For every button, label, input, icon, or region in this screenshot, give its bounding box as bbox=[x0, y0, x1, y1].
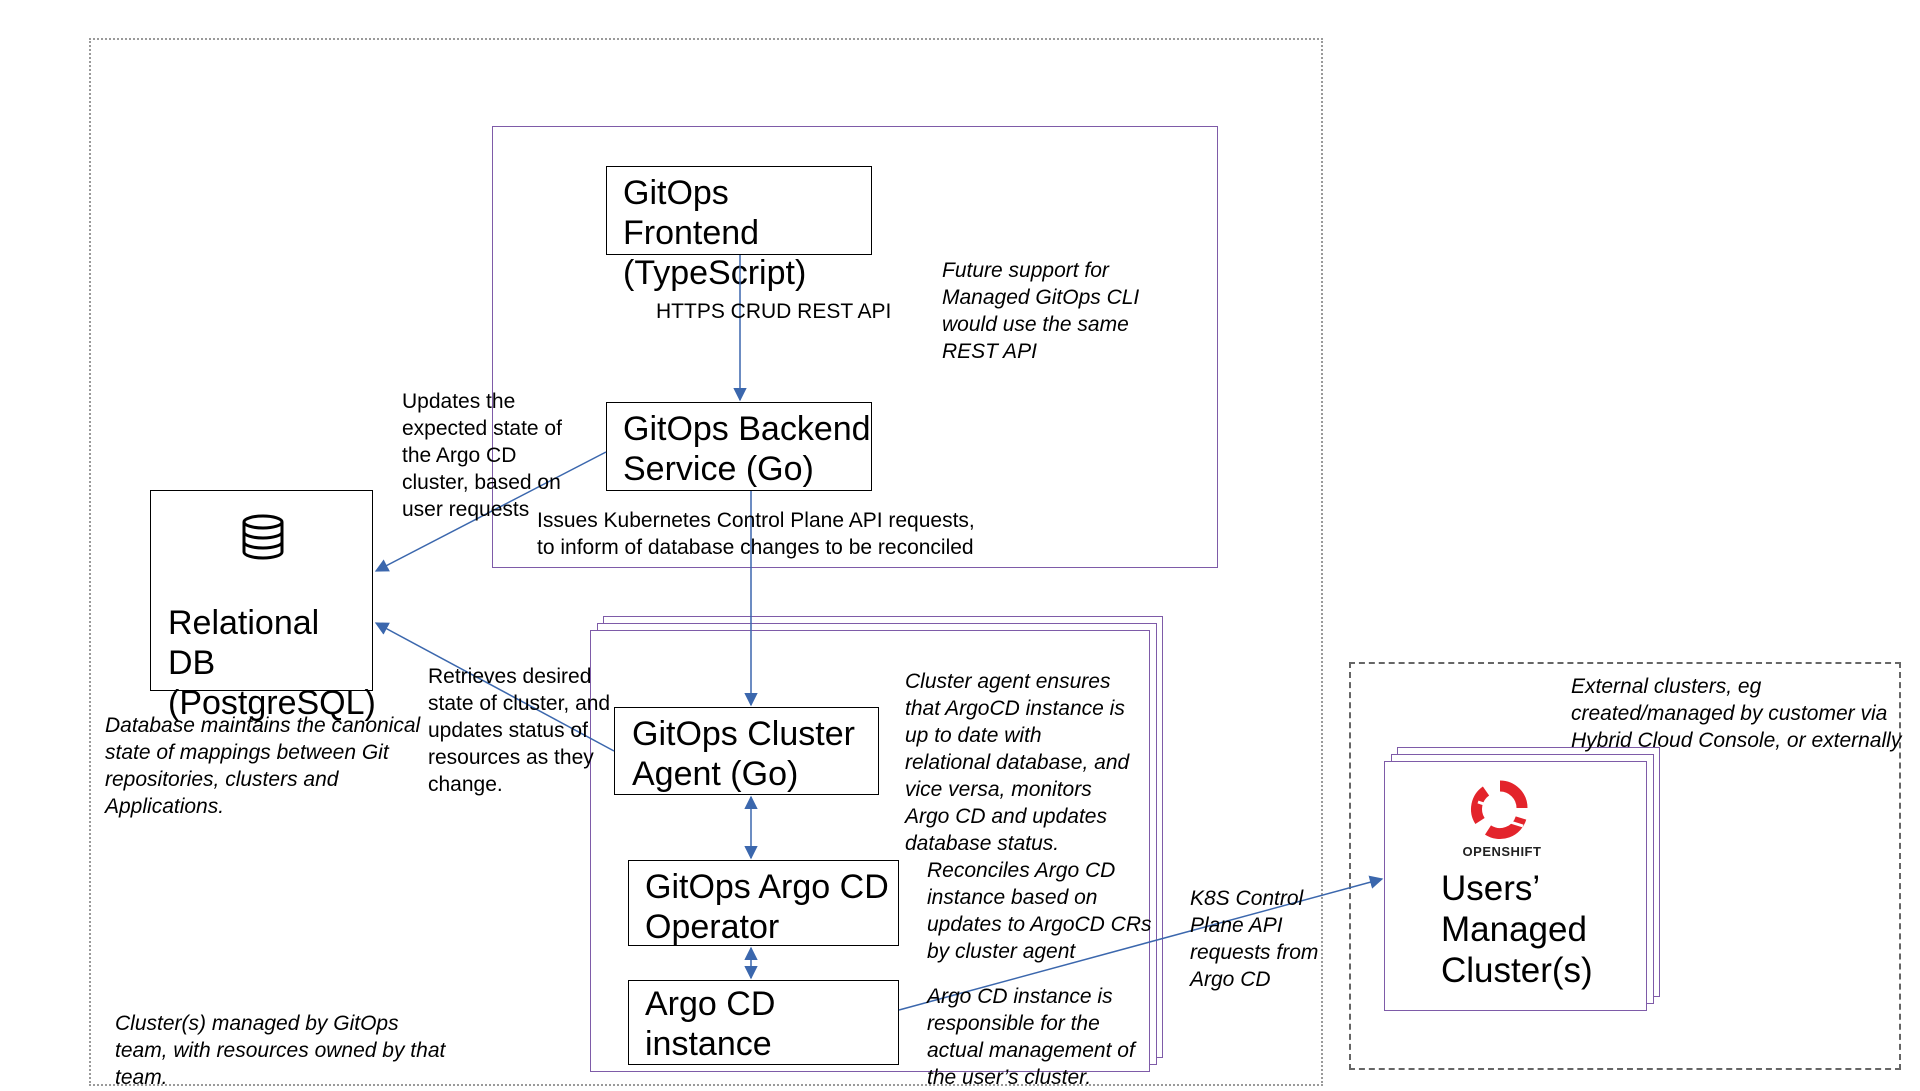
note-operator: Reconciles Argo CD instance based on upd… bbox=[927, 859, 1152, 963]
openshift-wordmark: OPENSHIFT bbox=[1462, 844, 1542, 859]
cluster-agent-node: GitOps Cluster Agent (Go) bbox=[614, 707, 879, 795]
backend-node: GitOps Backend Service (Go) bbox=[606, 402, 872, 491]
database-node: Relational DB (PostgreSQL) bbox=[150, 490, 376, 722]
note-external-clusters: External clusters, eg created/managed by… bbox=[1571, 675, 1902, 752]
argocd-instance-title: Argo CD instance bbox=[645, 985, 776, 1063]
managed-clusters-title: Users’ Managed Cluster(s) bbox=[1441, 869, 1593, 990]
edge-label-agent-db: Retrieves desired state of cluster, and … bbox=[428, 665, 611, 796]
edge-label-frontend-backend: HTTPS CRUD REST API bbox=[656, 300, 892, 323]
edge-label-backend-agent: Issues Kubernetes Control Plane API requ… bbox=[537, 509, 975, 559]
cluster-agent-title: GitOps Cluster Agent (Go) bbox=[632, 715, 855, 793]
user-clusters-region bbox=[1349, 662, 1901, 1070]
argocd-operator-title: GitOps Argo CD Operator bbox=[645, 868, 889, 946]
edge-argocd-cluster bbox=[898, 875, 1384, 1011]
note-database: Database maintains the canonical state o… bbox=[105, 714, 421, 818]
note-gitops-clusters: Cluster(s) managed by GitOps team, with … bbox=[115, 1012, 446, 1089]
argocd-instance-node: Argo CD instance bbox=[628, 980, 899, 1065]
edge-label-backend-db: Updates the expected state of the Argo C… bbox=[402, 390, 562, 521]
database-icon bbox=[242, 514, 284, 560]
service-boundary bbox=[492, 126, 1218, 568]
openshift-logo-icon bbox=[1471, 780, 1528, 839]
managed-cluster-box: OPENSHIFT Users’ Managed Cluster(s) bbox=[1384, 761, 1647, 1011]
frontend-title: GitOps Frontend (TypeScript) bbox=[623, 174, 807, 292]
edge-backend-db bbox=[374, 451, 607, 572]
frontend-node: GitOps Frontend (TypeScript) bbox=[606, 166, 872, 292]
backend-title: GitOps Backend Service (Go) bbox=[623, 410, 871, 488]
note-argocd-instance: Argo CD instance is responsible for the … bbox=[927, 985, 1135, 1089]
edge-label-argocd-cluster: K8S Control Plane API requests from Argo… bbox=[1190, 887, 1319, 991]
note-cli-support: Future support for Managed GitOps CLI wo… bbox=[942, 259, 1140, 363]
argocd-operator-node: GitOps Argo CD Operator bbox=[628, 860, 899, 946]
note-cluster-agent: Cluster agent ensures that ArgoCD instan… bbox=[905, 670, 1130, 855]
edge-agent-db bbox=[374, 622, 615, 752]
database-title: Relational DB (PostgreSQL) bbox=[168, 604, 376, 722]
